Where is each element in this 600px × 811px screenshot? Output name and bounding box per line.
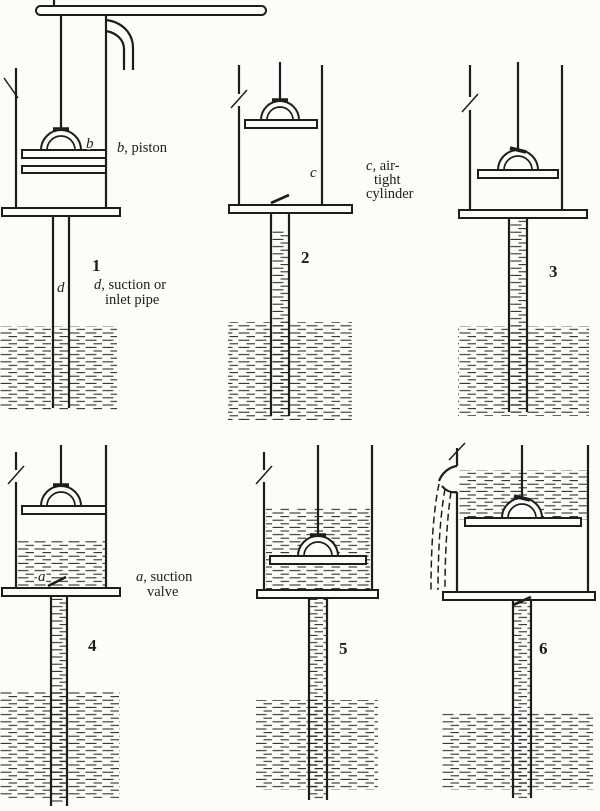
- well-water: [0, 326, 117, 410]
- pipe-water: [52, 596, 66, 804]
- pump-figure-6: 6: [430, 442, 596, 798]
- suction-valve-flap: [512, 595, 532, 607]
- pipe-water: [272, 231, 288, 416]
- figure-number-4: 4: [88, 636, 97, 655]
- caption-inlet-line1: d, suction or: [94, 277, 166, 293]
- piston: [21, 445, 107, 515]
- part-label-b: b: [86, 136, 94, 152]
- pump-figure-2: 2 c: [228, 62, 353, 420]
- figure-number-2: 2: [301, 248, 310, 267]
- pump-handle: [35, 0, 267, 16]
- suction-pipe-air: [272, 213, 288, 231]
- suction-pipe: [307, 598, 329, 800]
- suction-pipe-air: [54, 216, 68, 326]
- cylinder-walls: [7, 445, 108, 588]
- suction-valve-flap: [47, 575, 67, 588]
- cylinder-walls: [461, 65, 564, 210]
- base-plate: [256, 589, 379, 599]
- piston: [269, 445, 367, 565]
- figure-number-1: 1: [92, 256, 101, 275]
- suction-pipe: [49, 596, 69, 806]
- pump-figure-4: 4 a: [0, 445, 121, 806]
- part-label-c: c: [310, 165, 317, 181]
- cylinder-walls: [255, 445, 374, 590]
- piston: [464, 445, 582, 527]
- base-plate: [1, 207, 121, 217]
- caption-valve-line2: valve: [147, 584, 178, 600]
- pump-figure-5: 5: [255, 445, 379, 800]
- base-plate: [442, 591, 596, 601]
- piston: [21, 15, 107, 174]
- base-plate: [1, 587, 121, 597]
- cylinder-walls: [3, 15, 108, 208]
- pump-figure-3: 3: [458, 62, 589, 416]
- part-label-d: d: [57, 280, 65, 296]
- caption-piston: b, piston: [117, 140, 168, 156]
- pipe-water: [510, 218, 526, 412]
- part-label-a: a: [38, 569, 46, 585]
- spout-lip: [437, 464, 458, 494]
- annotations: b, piston c, air- tight cylinder d, suct…: [94, 140, 414, 600]
- figure-number-5: 5: [339, 639, 348, 658]
- base-plate: [228, 204, 353, 214]
- spout-pipe: [105, 18, 135, 70]
- caption-valve-line1: a, suction: [136, 569, 193, 585]
- spout-stream: [430, 483, 452, 591]
- piston: [477, 62, 559, 179]
- suction-valve-flap: [270, 193, 290, 205]
- cylinder-water: [18, 540, 105, 588]
- pipe-water: [310, 598, 326, 800]
- caption-cylinder-line3: cylinder: [366, 186, 414, 202]
- cylinder-walls: [448, 442, 590, 592]
- base-plate: [458, 209, 588, 219]
- figure-number-6: 6: [539, 639, 548, 658]
- caption-cylinder-line2: tight: [374, 172, 401, 188]
- suction-pipe: [51, 216, 71, 408]
- figure-number-3: 3: [549, 262, 558, 281]
- piston: [244, 62, 318, 129]
- suction-pipe: [507, 218, 529, 412]
- suction-pipe: [269, 213, 291, 416]
- pipe-water: [514, 600, 530, 798]
- caption-cylinder-line1: c, air-: [366, 158, 400, 174]
- caption-inlet-line2: inlet pipe: [105, 292, 159, 308]
- cylinder-walls: [230, 65, 324, 205]
- pump-figure-1: 1 b d: [0, 0, 267, 410]
- suction-pipe: [511, 600, 533, 798]
